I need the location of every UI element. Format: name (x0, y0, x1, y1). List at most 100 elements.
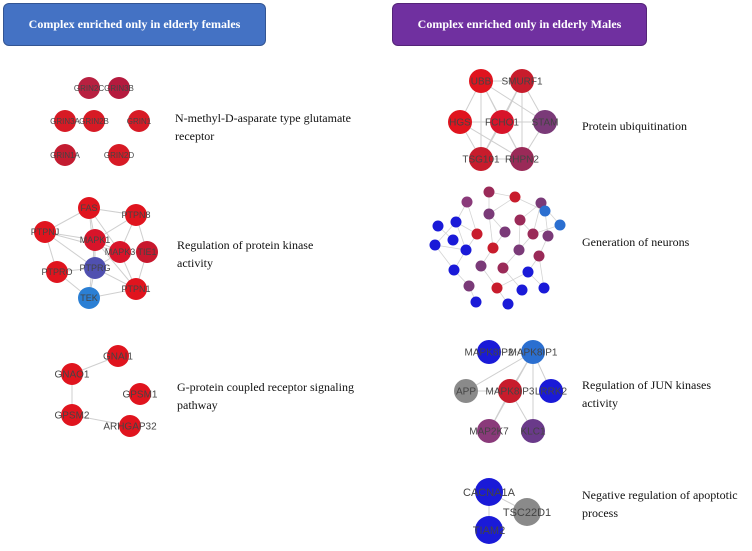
network-neurons (429, 186, 566, 310)
node-mapk8ip2 (477, 340, 501, 364)
node-label-grin2d: GRIN2D (104, 151, 134, 160)
neuron-node (461, 196, 473, 208)
label-jun: Regulation of JUN kinases activity (582, 376, 711, 412)
node-mapk8ip1 (521, 340, 545, 364)
node-mapk3 (109, 241, 131, 263)
neuron-node (432, 220, 444, 232)
node-label-grin2c: GRIN2C (74, 84, 104, 93)
node-arhgap32 (119, 415, 141, 437)
neuron-node (448, 264, 460, 276)
node-ptpn8 (125, 204, 147, 226)
banner-elderly-males-text: Complex enriched only in elderly Males (417, 17, 622, 31)
node-label-ubb: UBB (471, 77, 492, 88)
node-ubb (469, 69, 493, 93)
node-fcho1 (490, 110, 514, 134)
neuron-node (538, 282, 550, 294)
node-label-ptpn8: PTPN8 (121, 210, 150, 220)
node-label-tiam2: TIAM2 (473, 525, 505, 537)
node-tek (78, 287, 100, 309)
neuron-node (514, 214, 526, 226)
node-label-stam: STAM (531, 118, 558, 129)
node-klc1 (521, 419, 545, 443)
node-label-mapk8ip2: MAPK8IP2 (465, 348, 514, 359)
edge-MAPK8IP1-APP (465, 351, 534, 392)
node-label-arhgap32: ARHGAP32 (103, 422, 157, 433)
neuron-edge (496, 271, 529, 289)
neuron-edge (466, 201, 478, 235)
neuron-node (499, 226, 511, 238)
edge-UBB-STAM (480, 80, 546, 123)
neuron-edge (488, 213, 494, 249)
neuron-node (463, 280, 475, 292)
node-label-tie1: TIE1 (137, 247, 156, 257)
node-label-mapk1: MAPK1 (80, 235, 111, 245)
node-label-grin2b: GRIN2B (79, 117, 109, 126)
node-label-gpsm1: GPSM1 (122, 390, 157, 401)
node-ptpro (46, 261, 68, 283)
label-gpcr: G-protein coupled receptor signaling pat… (177, 378, 354, 414)
node-app (454, 379, 478, 403)
node-grin2b (83, 110, 105, 132)
node-grin2d (108, 144, 130, 166)
label-kinase: Regulation of protein kinase activity (177, 236, 313, 272)
banner-elderly-females: Complex enriched only in elderly females (3, 3, 266, 46)
node-label-grin3b: GRIN3B (104, 84, 134, 93)
label-apoptotic: Negative regulation of apoptotic process (582, 486, 738, 522)
node-label-mapk8ip1: MAPK8IP1 (509, 348, 558, 359)
neuron-node (539, 205, 551, 217)
neuron-node (483, 208, 495, 220)
node-label-fcho1: FCHO1 (485, 118, 519, 129)
node-ptpnj (34, 221, 56, 243)
neuron-node (447, 234, 459, 246)
node-label-ptpro: PTPRO (41, 267, 72, 277)
label-kinase-line-1: Regulation of protein kinase (177, 238, 314, 252)
neuron-node (460, 244, 472, 256)
node-gnao1 (61, 363, 83, 385)
neuron-edge (514, 196, 546, 212)
node-grin1 (128, 110, 150, 132)
node-gpsm1 (129, 383, 151, 405)
node-grin2c (78, 77, 100, 99)
node-label-hgs: HGS (449, 118, 471, 129)
neuron-node (502, 298, 514, 310)
label-apoptotic-line-2: process (582, 506, 618, 520)
label-nmda-line-2: receptor (175, 129, 215, 143)
node-ptprg (84, 257, 106, 279)
node-cacna1a (475, 478, 503, 506)
node-smurf1 (510, 69, 534, 93)
node-label-mapk8ip3: MAPK8IP3 (486, 387, 535, 398)
neuron-node (471, 228, 483, 240)
neuron-node (487, 242, 499, 254)
node-label-gnao1: GNAO1 (54, 370, 89, 381)
node-label-tek: TEK (80, 293, 98, 303)
neuron-node (554, 219, 566, 231)
node-gnai1 (107, 345, 129, 367)
node-label-klc1: KLC1 (520, 427, 545, 438)
node-label-grin1a: GRIN1A (50, 151, 80, 160)
node-rhpn2 (510, 147, 534, 171)
neuron-node (470, 296, 482, 308)
node-label-tsc22d1: TSC22D1 (503, 507, 551, 519)
label-neurons: Generation of neurons (582, 233, 689, 251)
node-fas (78, 197, 100, 219)
neuron-node (483, 186, 495, 198)
node-mapk8ip3 (498, 379, 522, 403)
node-map2k7 (477, 419, 501, 443)
node-label-gnai1: GNAI1 (103, 352, 133, 363)
label-gpcr-line-1: G-protein coupled receptor signaling (177, 380, 354, 394)
node-grin1a (54, 144, 76, 166)
node-label-ptprg: PTPRG (79, 263, 110, 273)
label-jun-line-2: activity (582, 396, 618, 410)
node-lrrk2 (539, 379, 563, 403)
node-label-grin3a: GRIN3A (50, 117, 80, 126)
node-stam (533, 110, 557, 134)
node-gpsm2 (61, 404, 83, 426)
neuron-node (475, 260, 487, 272)
node-hgs (448, 110, 472, 134)
node-label-mapk3: MAPK3 (105, 247, 136, 257)
neuron-node (527, 228, 539, 240)
